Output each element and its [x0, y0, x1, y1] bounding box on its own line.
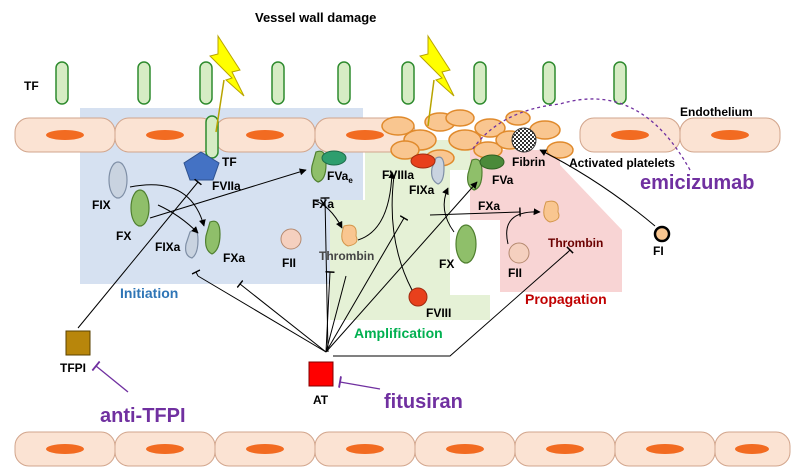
- label-tfpi: TFPI: [60, 361, 86, 375]
- lightning-icon: [209, 34, 245, 97]
- fx-molecule: [130, 189, 150, 227]
- fi-molecule: [653, 225, 671, 243]
- fviii-molecule: [408, 287, 428, 307]
- at-box: [308, 361, 334, 387]
- propagation-region: [470, 150, 622, 292]
- drug-emicizumab: emicizumab: [640, 172, 754, 194]
- lightning-icon: [419, 34, 455, 97]
- lightning-tail: [427, 79, 435, 127]
- anti-tfpi-connector: [91, 360, 129, 393]
- label-activated-platelets: Activated platelets: [569, 156, 675, 170]
- label-at: AT: [313, 393, 329, 407]
- phase-amplification: Amplification: [354, 325, 443, 341]
- fitusiran-connector: [338, 376, 381, 390]
- lightning-tail: [215, 79, 225, 133]
- label-tf-top: TF: [24, 79, 39, 93]
- tfpi-box: [65, 330, 91, 356]
- label-fvae: FVae: [327, 169, 353, 185]
- emicizumab-connector: [471, 98, 691, 171]
- fixa-mid-molecule: [431, 156, 445, 185]
- fibrin-mesh: [511, 127, 537, 153]
- label-fx-mid: FX: [439, 257, 454, 271]
- tf-receptors: [55, 61, 627, 159]
- endothelium-bottom: [14, 431, 791, 467]
- endothelium-top: [14, 117, 781, 153]
- thrombin-right-molecule: [543, 200, 560, 223]
- fxa-molecule: [205, 220, 221, 255]
- label-fxa-left: FXa: [223, 251, 245, 265]
- label-fx-left: FX: [116, 229, 131, 243]
- label-fva-right: FVa: [492, 173, 514, 187]
- label-tf-cell: TF: [222, 155, 237, 169]
- label-endothelium: Endothelium: [680, 105, 753, 119]
- thrombin-mid-molecule: [341, 224, 358, 247]
- label-fii-right: FII: [508, 266, 522, 280]
- figure-title: Vessel wall damage: [255, 10, 376, 25]
- fii-right-molecule: [508, 242, 530, 264]
- drug-anti-tfpi: anti-TFPI: [100, 405, 186, 427]
- fx-mid-molecule: [455, 224, 477, 264]
- label-thrombin-mid: Thrombin: [319, 249, 374, 263]
- label-fviii: FVIII: [426, 306, 451, 320]
- label-thrombin-right: Thrombin: [548, 236, 603, 250]
- label-fi: FI: [653, 244, 664, 258]
- drug-fitusiran: fitusiran: [384, 391, 463, 413]
- label-fii-left: FII: [282, 256, 296, 270]
- label-fix: FIX: [92, 198, 111, 212]
- amplification-region: [330, 140, 490, 320]
- pathway-connectors: [77, 149, 656, 357]
- label-fibrin: Fibrin: [512, 155, 545, 169]
- fix-molecule: [108, 161, 128, 199]
- fviiia-molecule: [410, 153, 436, 169]
- label-fixa-mid: FIXa: [409, 183, 435, 197]
- label-fxa-right: FXa: [478, 199, 500, 213]
- fvae-molecule: [321, 150, 347, 166]
- label-fixa-left: FIXa: [155, 240, 181, 254]
- fii-left-molecule: [280, 228, 302, 250]
- label-fviiia: FVIIIa: [382, 168, 414, 182]
- label-fviia: FVIIa: [212, 179, 241, 193]
- phase-initiation: Initiation: [120, 285, 178, 301]
- fva-right-molecule: [479, 154, 505, 170]
- label-fxa-top: FXa: [312, 197, 334, 211]
- phase-propagation: Propagation: [525, 291, 607, 307]
